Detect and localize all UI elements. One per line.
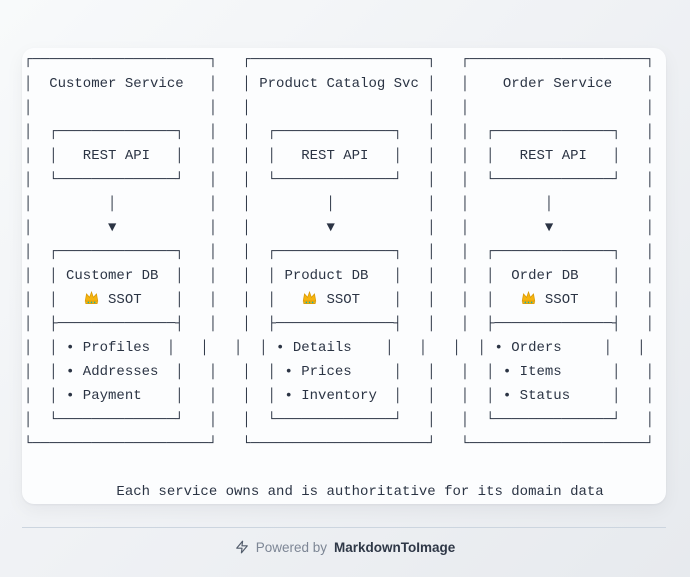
ascii-diagram: ┌─────────────────────┐ ┌───────────────… (24, 52, 655, 500)
crown-icon (301, 288, 318, 312)
zap-icon (235, 540, 249, 554)
brand-name[interactable]: MarkdownToImage (334, 539, 456, 555)
diagram-card: ┌─────────────────────┐ ┌───────────────… (22, 48, 666, 504)
footer: Powered by MarkdownToImage (0, 536, 690, 558)
crown-icon (520, 288, 537, 312)
powered-by-label: Powered by (255, 539, 328, 555)
footer-divider (22, 527, 666, 528)
crown-icon (83, 288, 100, 312)
